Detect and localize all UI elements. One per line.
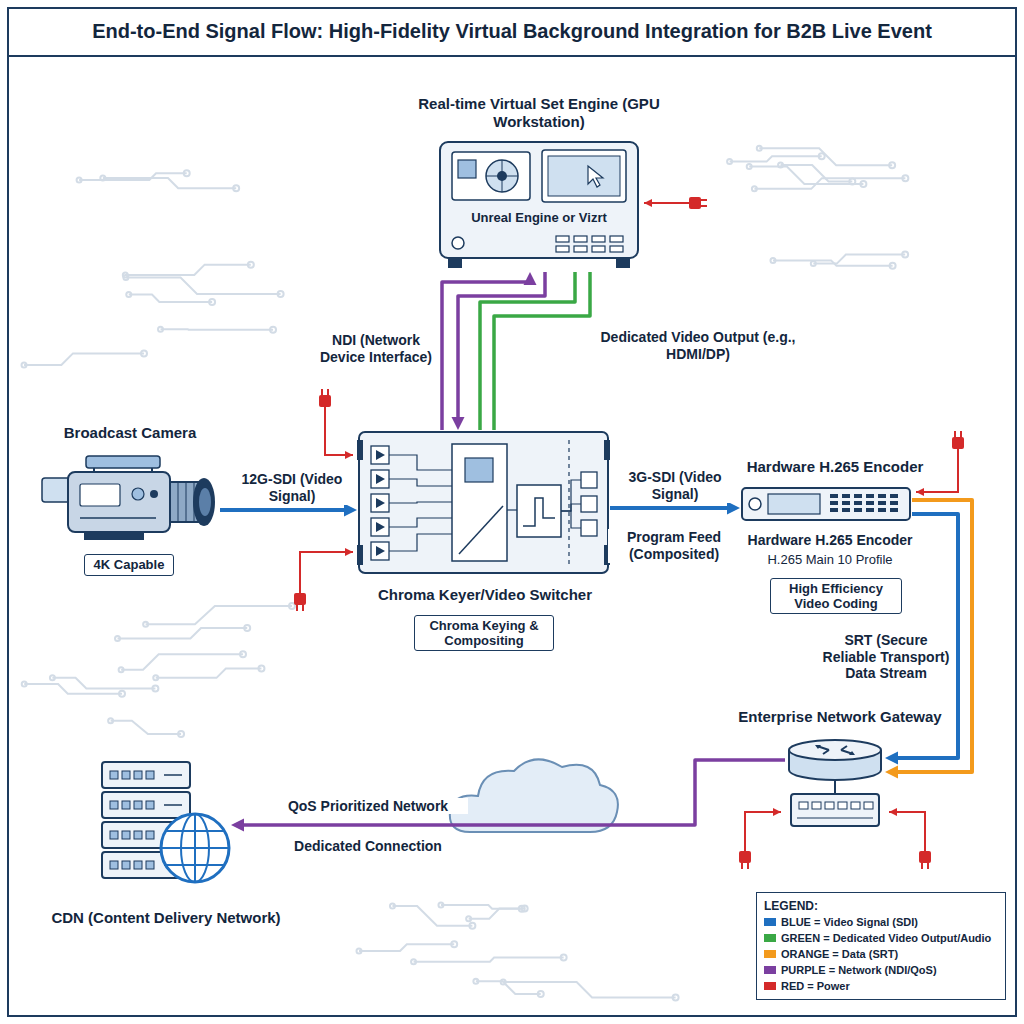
edge-label: 12G-SDI (Video Signal) xyxy=(232,471,352,504)
legend-row: PURPLE = Network (NDI/QoS) xyxy=(764,962,998,978)
signal-connector xyxy=(452,272,546,430)
signal-connector xyxy=(231,760,785,832)
link-label: Dedicated Connection xyxy=(268,838,468,855)
device-body xyxy=(785,738,885,833)
device-drawing xyxy=(357,430,610,575)
legend-text: BLUE = Video Signal (SDI) xyxy=(781,914,918,930)
device-heading: Enterprise Network Gateway xyxy=(712,708,968,726)
power-feeds xyxy=(294,197,964,869)
device-heading: Hardware H.265 Encoder xyxy=(735,458,935,476)
legend-swatch xyxy=(764,918,776,926)
legend-swatch xyxy=(764,950,776,958)
gpu-workstation: Real-time Virtual Set Engine (GPU Workst… xyxy=(418,90,660,272)
legend-heading: LEGEND: xyxy=(764,898,998,914)
device-body xyxy=(357,430,610,575)
signal-connector xyxy=(480,272,590,430)
legend-text: GREEN = Dedicated Video Output/Audio xyxy=(781,930,991,946)
spec-tag: 4K Capable xyxy=(84,554,174,575)
edge-label: Dedicated Video Output (e.g., HDMI/DP) xyxy=(598,329,798,362)
legend-box: LEGEND:BLUE = Video Signal (SDI)GREEN = … xyxy=(756,892,1006,1000)
device-body xyxy=(38,452,220,544)
device-caption: H.265 Main 10 Profile xyxy=(724,552,936,567)
broadcast-camera: Broadcast Camera 4K Capable xyxy=(30,422,230,577)
signal-connector xyxy=(220,504,357,517)
device-body xyxy=(100,760,231,885)
legend-row: BLUE = Video Signal (SDI) xyxy=(764,914,998,930)
device-heading: CDN (Content Delivery Network) xyxy=(50,909,282,927)
device-body xyxy=(438,140,640,272)
device-caption: Unreal Engine or Vizrt xyxy=(446,210,632,225)
device-heading: Broadcast Camera xyxy=(30,424,230,442)
device-drawing xyxy=(438,140,640,272)
edge-label: NDI (Network Device Interface) xyxy=(316,332,436,365)
device-body xyxy=(740,486,912,522)
signal-connector xyxy=(610,502,740,515)
diagram-title: End-to-End Signal Flow: High-Fidelity Vi… xyxy=(18,20,1006,44)
cloud-shape xyxy=(450,759,618,832)
edge-label: SRT (Secure Reliable Transport) Data Str… xyxy=(820,632,952,682)
legend-row: RED = Power xyxy=(764,978,998,994)
network-gateway: Enterprise Network Gateway xyxy=(712,706,968,833)
cdn-servers: CDN (Content Delivery Network) xyxy=(50,760,282,940)
device-drawing xyxy=(740,486,912,522)
spec-tag: Chroma Keying & Compositing xyxy=(414,615,554,652)
device-drawing xyxy=(100,760,231,885)
legend-swatch xyxy=(764,966,776,974)
spec-tag: High Efficiency Video Coding xyxy=(770,578,902,615)
device-drawing xyxy=(785,738,885,833)
device-heading: Chroma Keyer/Video Switcher xyxy=(330,586,640,604)
device-caption: Hardware H.265 Encoder xyxy=(724,532,936,549)
legend-row: ORANGE = Data (SRT) xyxy=(764,946,998,962)
hardware-encoder: Hardware H.265 EncoderHardware H.265 Enc… xyxy=(724,456,936,616)
legend-swatch xyxy=(764,982,776,990)
legend-text: RED = Power xyxy=(781,978,850,994)
edge-label: QoS Prioritized Network xyxy=(268,798,468,815)
legend-text: PURPLE = Network (NDI/QoS) xyxy=(781,962,937,978)
legend-text: ORANGE = Data (SRT) xyxy=(781,946,898,962)
device-drawing xyxy=(38,452,220,544)
device-heading: Real-time Virtual Set Engine (GPU Workst… xyxy=(418,95,660,130)
edge-label: 3G-SDI (Video Signal) xyxy=(614,469,736,502)
legend-swatch xyxy=(764,934,776,942)
video-switcher: Chroma Keyer/Video SwitcherChroma Keying… xyxy=(330,430,640,654)
legend-row: GREEN = Dedicated Video Output/Audio xyxy=(764,930,998,946)
feed-label: Program Feed (Composited) xyxy=(608,529,740,562)
